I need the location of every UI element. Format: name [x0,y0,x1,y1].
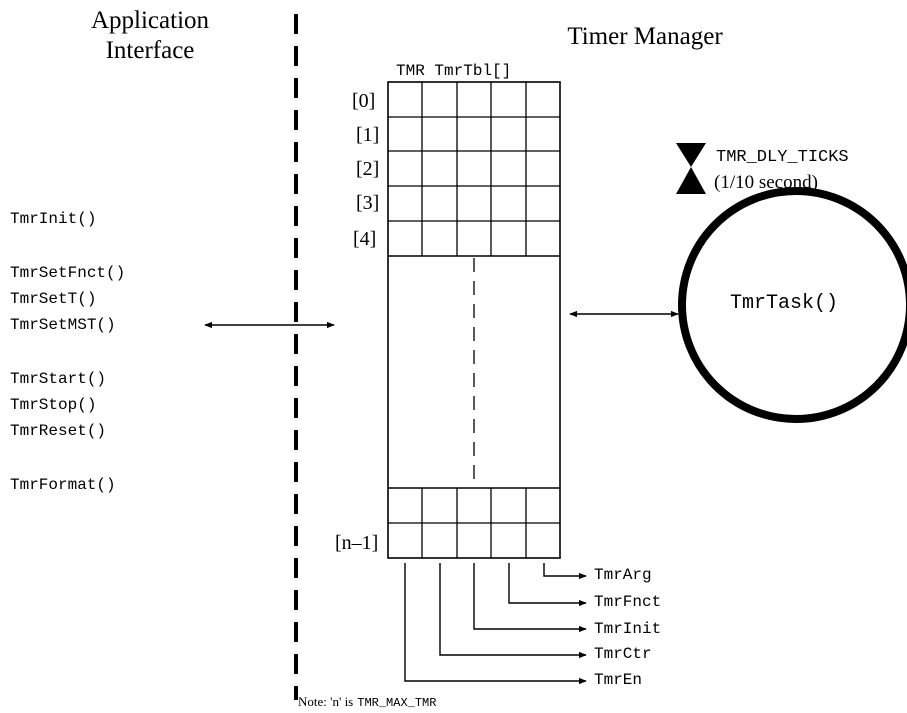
api-tmrinit: TmrInit() [10,210,97,228]
row-label-last: [n–1] [335,532,379,554]
heading-line-1: Application [90,7,210,34]
field-tmrctr: TmrCtr [594,645,652,663]
field-leaders [404,563,587,685]
timer-table-box [387,81,561,559]
leader-tmrinit [473,563,587,633]
footnote-prefix: Note: 'n' is [298,694,354,709]
footnote: Note: 'n' is TMR_MAX_TMR [298,693,436,711]
heading-line-2: Interface [105,37,195,64]
table-label: TMR TmrTbl[] [396,62,512,80]
application-interface-heading: Application Interface [60,6,240,66]
tick-name: TMR_DLY_TICKS [716,148,849,167]
leader-tmren [404,563,587,685]
row-label-3: [3] [356,192,380,214]
timer-manager-heading: Timer Manager [567,23,723,50]
api-tmrstop: TmrStop() [10,396,97,414]
field-tmren: TmrEn [594,671,643,689]
leader-tmrfnct [508,563,587,607]
task-name: TmrTask() [730,292,839,315]
row-label-1: [1] [356,124,380,146]
field-tmrarg: TmrArg [594,566,652,584]
row-label-4: [4] [353,228,377,250]
field-tmrfnct: TmrFnct [594,593,662,611]
row-label-2: [2] [356,158,380,180]
timer-task-circle [678,187,907,423]
api-tmrformat: TmrFormat() [10,476,116,494]
timer-table-bottom-rows [388,487,560,558]
api-tmrsetmst: TmrSetMST() [10,316,116,334]
row-label-0: [0] [352,90,376,112]
timer-table-top-rows [388,82,560,257]
hourglass-icon [676,143,706,194]
api-tmrsett: TmrSetT() [10,290,97,308]
footnote-value: TMR_MAX_TMR [357,696,437,710]
field-tmrinit: TmrInit [594,620,662,638]
api-tmrstart: TmrStart() [10,370,107,388]
api-tmrreset: TmrReset() [10,422,107,440]
leader-tmrctr [439,563,587,659]
leader-tmrarg [543,563,587,580]
api-tmrsetfnct: TmrSetFnct() [10,264,126,282]
